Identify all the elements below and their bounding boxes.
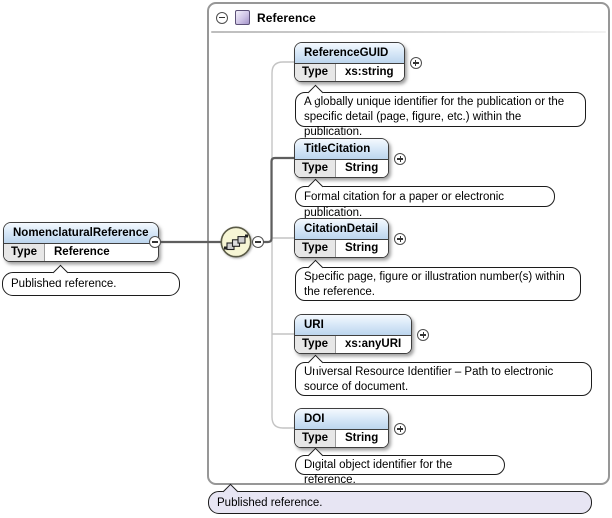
expand-plus-icon[interactable]: [417, 329, 430, 341]
complex-type-icon: [235, 10, 250, 25]
element-box[interactable]: CitationDetail Type String: [294, 218, 407, 258]
header-separator: [211, 31, 606, 33]
complex-type-container: Reference: [207, 2, 610, 485]
container-header: Reference: [216, 10, 316, 25]
root-element-box[interactable]: NomenclaturalReference Type Reference: [3, 222, 159, 262]
element-name: TitleCitation: [295, 139, 389, 160]
element-name: ReferenceGUID: [295, 43, 404, 64]
root-type-value: Reference: [45, 244, 120, 261]
sequence-icon[interactable]: [220, 226, 252, 258]
expand-plus-icon[interactable]: [394, 153, 407, 165]
element-type-label: Type: [295, 240, 336, 257]
element-type-value: xs:string: [336, 64, 404, 81]
element-box[interactable]: DOI Type String: [294, 408, 407, 448]
element-name: DOI: [295, 409, 389, 430]
root-element-name: NomenclaturalReference: [4, 223, 158, 244]
element-type-label: Type: [295, 64, 336, 81]
container-annotation: Published reference.: [208, 483, 592, 514]
element-box[interactable]: TitleCitation Type String: [294, 138, 407, 178]
element-box[interactable]: URI Type xs:anyURI: [294, 314, 430, 354]
root-annotation: Published reference.: [2, 264, 180, 296]
element-name: URI: [295, 315, 412, 336]
element-annotation: A globally unique identifier for the pub…: [295, 84, 586, 138]
element-type-label: Type: [295, 336, 336, 353]
element-type-label: Type: [295, 430, 336, 447]
expand-plus-icon[interactable]: [394, 233, 407, 245]
element-annotation: Specific page, figure or illustration nu…: [295, 259, 581, 301]
element-type-value: xs:anyURI: [336, 336, 412, 353]
container-title: Reference: [257, 10, 316, 25]
element-name: CitationDetail: [295, 219, 389, 240]
element-type-value: String: [336, 240, 389, 257]
root-collapse-icon[interactable]: [149, 236, 161, 248]
expand-plus-icon[interactable]: [409, 57, 422, 69]
element-type-value: String: [336, 430, 389, 447]
element-box[interactable]: ReferenceGUID Type xs:string: [294, 42, 422, 82]
element-type-value: String: [336, 160, 389, 177]
element-annotation: Formal citation for a paper or electroni…: [295, 178, 555, 219]
collapse-icon[interactable]: [216, 11, 228, 24]
element-annotation: Digital object identifier for the refere…: [295, 447, 505, 486]
element-type-label: Type: [295, 160, 336, 177]
expand-plus-icon[interactable]: [394, 423, 407, 435]
element-annotation: Universal Resource Identifier – Path to …: [295, 354, 592, 396]
sequence-collapse-icon[interactable]: [252, 236, 264, 248]
root-type-label: Type: [4, 244, 45, 261]
